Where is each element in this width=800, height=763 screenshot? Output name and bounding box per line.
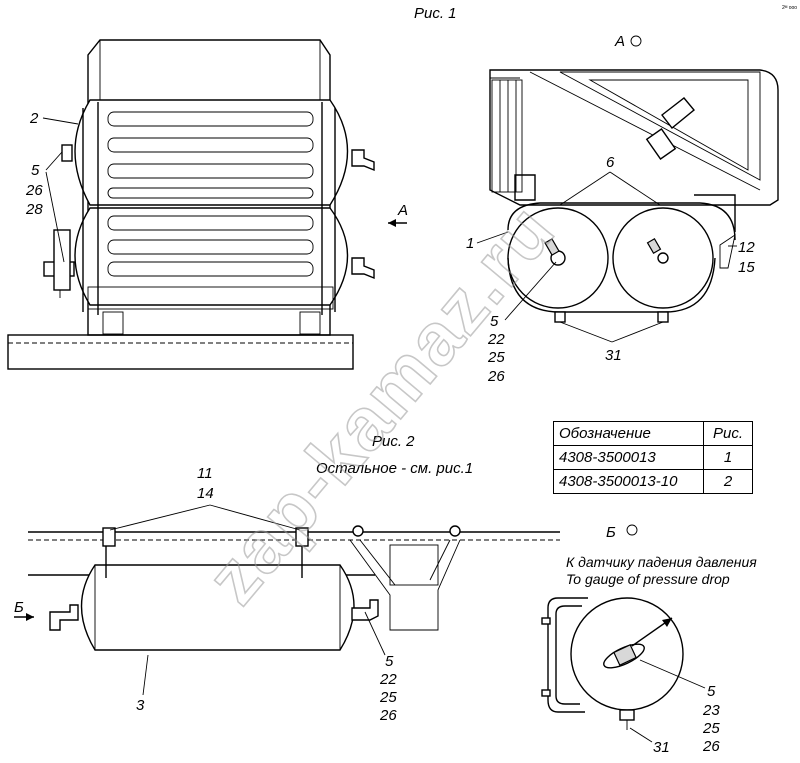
svg-text:26: 26 (25, 182, 43, 199)
svg-text:25: 25 (702, 720, 720, 737)
view-b-drawing (541, 597, 684, 730)
svg-text:26: 26 (487, 368, 505, 385)
view-a-callouts: 6 1 12 15 5 22 25 26 31 (466, 154, 755, 385)
view-b-title: Б (606, 524, 638, 541)
svg-text:31: 31 (653, 739, 670, 756)
table-row: 4308-3500013 1 (553, 445, 753, 470)
view-a-side-view (489, 69, 779, 323)
svg-text:А: А (614, 33, 625, 50)
svg-text:5: 5 (385, 653, 394, 670)
cell-designation: 4308-3500013-10 (553, 469, 704, 494)
arrow-a-label: А (397, 202, 408, 219)
svg-text:15: 15 (738, 259, 755, 276)
header-designation: Обозначение (553, 421, 704, 446)
svg-text:14: 14 (197, 485, 214, 502)
fig1-left-callouts: 2 5 26 28 (25, 110, 79, 263)
svg-text:11: 11 (197, 465, 213, 482)
fig1-chassis-beam (7, 334, 354, 370)
view-b-callouts: 5 23 25 26 31 (629, 659, 720, 756)
svg-text:22: 22 (379, 671, 397, 688)
svg-text:25: 25 (379, 689, 397, 706)
svg-text:26: 26 (702, 738, 720, 755)
gauge-label-en: To gauge of pressure drop (566, 571, 730, 587)
arrow-a: А (388, 202, 408, 227)
svg-text:1: 1 (466, 235, 474, 252)
arrow-b-label: Б (14, 599, 24, 616)
fig2-side-view (28, 525, 560, 651)
corner-mark: 2ᴹ ooo (782, 5, 797, 11)
view-a-title: А (614, 33, 642, 50)
svg-text:26: 26 (379, 707, 397, 724)
header-figure: Рис. (703, 421, 753, 446)
svg-text:2: 2 (29, 110, 39, 127)
svg-text:5: 5 (490, 313, 499, 330)
spec-table-header: Обозначение Рис. (553, 421, 753, 446)
svg-text:6: 6 (606, 154, 615, 171)
svg-text:3: 3 (136, 697, 145, 714)
svg-text:25: 25 (487, 349, 505, 366)
svg-text:22: 22 (487, 331, 505, 348)
table-row: 4308-3500013-10 2 (553, 469, 753, 494)
svg-text:31: 31 (605, 347, 622, 364)
svg-text:Б: Б (606, 524, 616, 541)
fig2-callouts: 11 14 5 22 25 26 3 (109, 465, 397, 724)
svg-text:28: 28 (25, 201, 43, 218)
svg-text:12: 12 (738, 239, 755, 256)
gauge-label-ru: К датчику падения давления (566, 554, 757, 570)
cell-figure: 1 (703, 445, 753, 470)
cell-designation: 4308-3500013 (553, 445, 704, 470)
upper-receiver (74, 99, 349, 206)
svg-text:5: 5 (707, 683, 716, 700)
fig1-front-view (43, 39, 375, 336)
svg-text:5: 5 (31, 162, 40, 179)
lower-receiver (74, 207, 349, 306)
fig2-title: Рис. 2 (372, 433, 415, 450)
svg-text:23: 23 (702, 702, 720, 719)
fig2-note: Остальное - см. рис.1 (316, 460, 473, 477)
arrow-b: Б (14, 599, 34, 621)
cell-figure: 2 (703, 469, 753, 494)
spec-table: Обозначение Рис. 4308-3500013 1 4308-350… (553, 421, 753, 494)
fig1-title: Рис. 1 (414, 5, 457, 22)
spec-table-wrapper: Обозначение Рис. 4308-3500013 1 4308-350… (553, 421, 753, 494)
